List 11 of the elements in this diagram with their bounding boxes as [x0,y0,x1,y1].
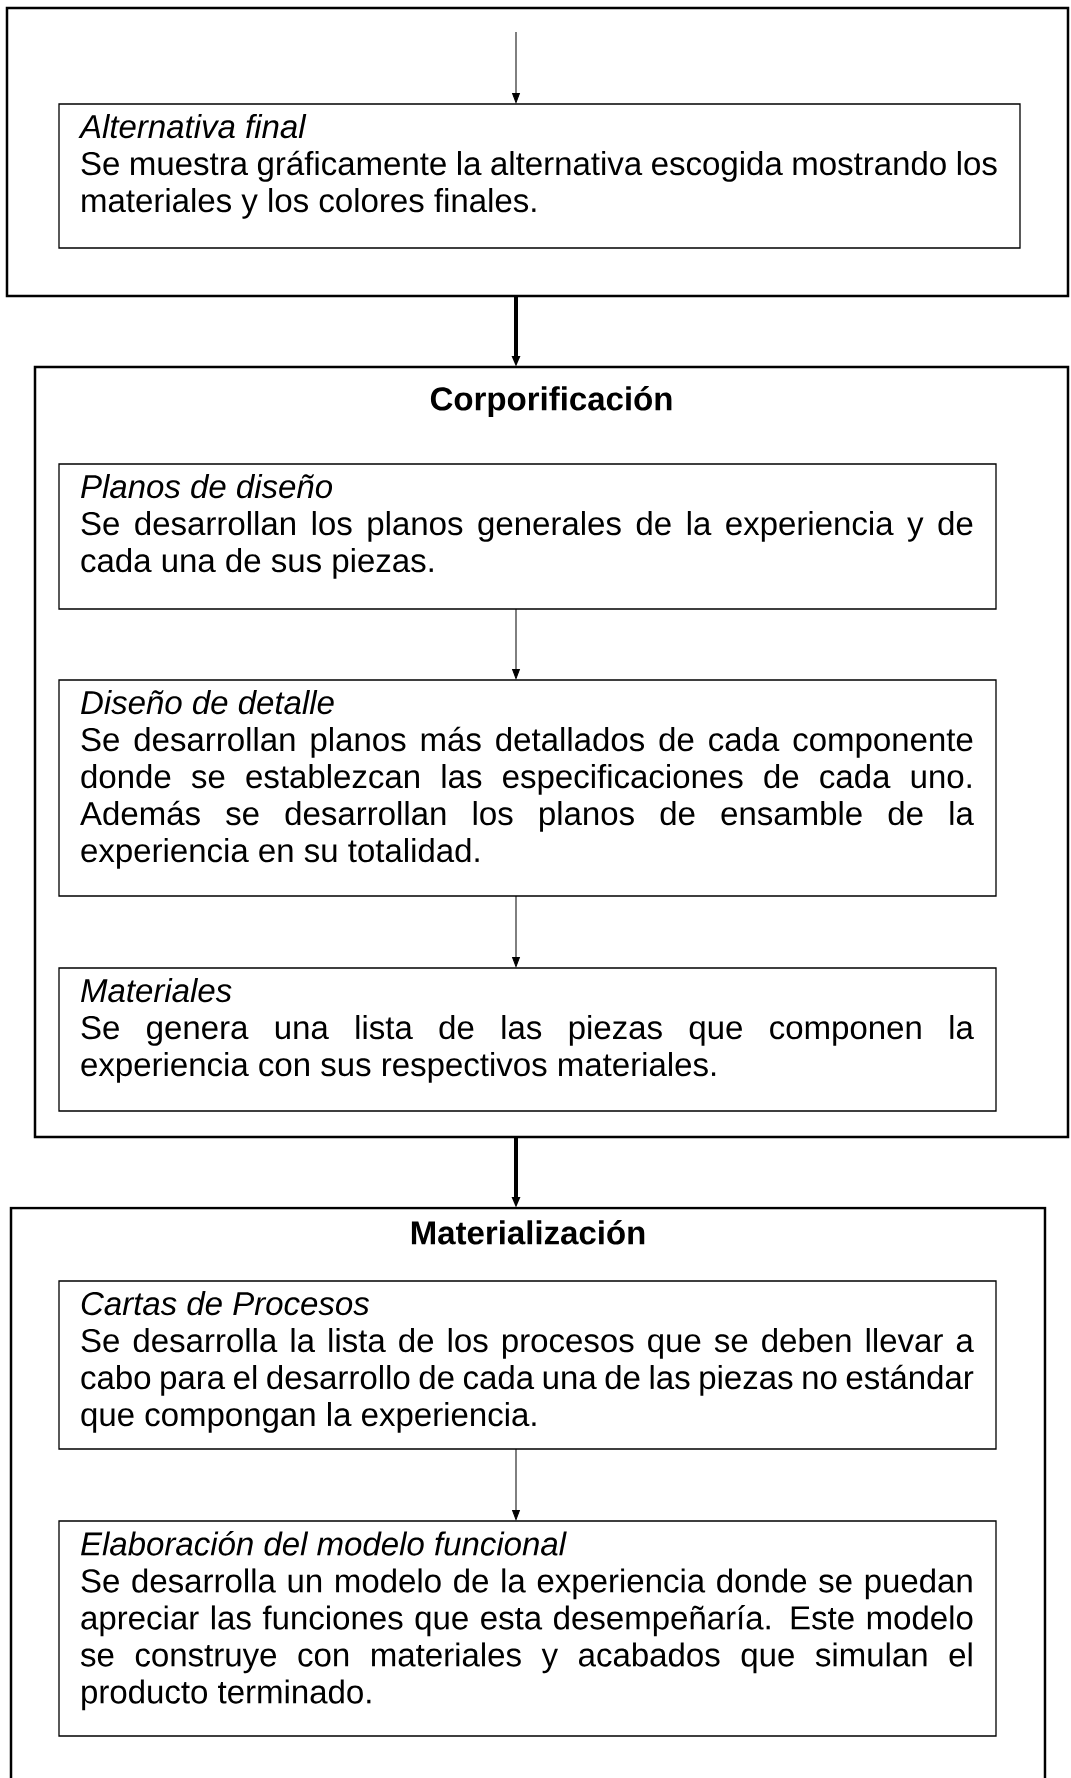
arrow [512,31,520,104]
step-box: Alternativa final Se muestra gráficamente la alternativa escogida mostrando los materiales y los colores finales. [58,103,1021,249]
arrow [512,608,520,680]
step-box: Elaboración del modelo funcional Se desarrolla un modelo de la experiencia donde se puedan apreciar las funciones que esta desempeñaría. Este modelo se construye con materiales y acabados que simulan el producto terminado. [58,1520,997,1737]
step-box: Cartas de Procesos Se desarrolla la lista de los procesos que se deben llevar a cabo para el desarrollo de cada una de las piezas no estándar que compongan la experiencia. [58,1280,997,1450]
arrow [512,1448,520,1521]
step-box: Planos de diseño Se desarrollan los planos generales de la experiencia y de cada una de sus piezas. [58,463,997,610]
step-box: Diseño de detalle Se desarrollan planos más detallados de cada componente donde se establezcan las especificaciones de cada uno. Además se desarrollan los planos de ensamble de la experiencia en su totalidad. [58,679,997,897]
frame-box [5,6,1070,298]
step-box: Materiales Se genera una lista de las piezas que componen la experiencia con sus respectivos materiales. [58,967,997,1112]
arrow [512,895,520,968]
